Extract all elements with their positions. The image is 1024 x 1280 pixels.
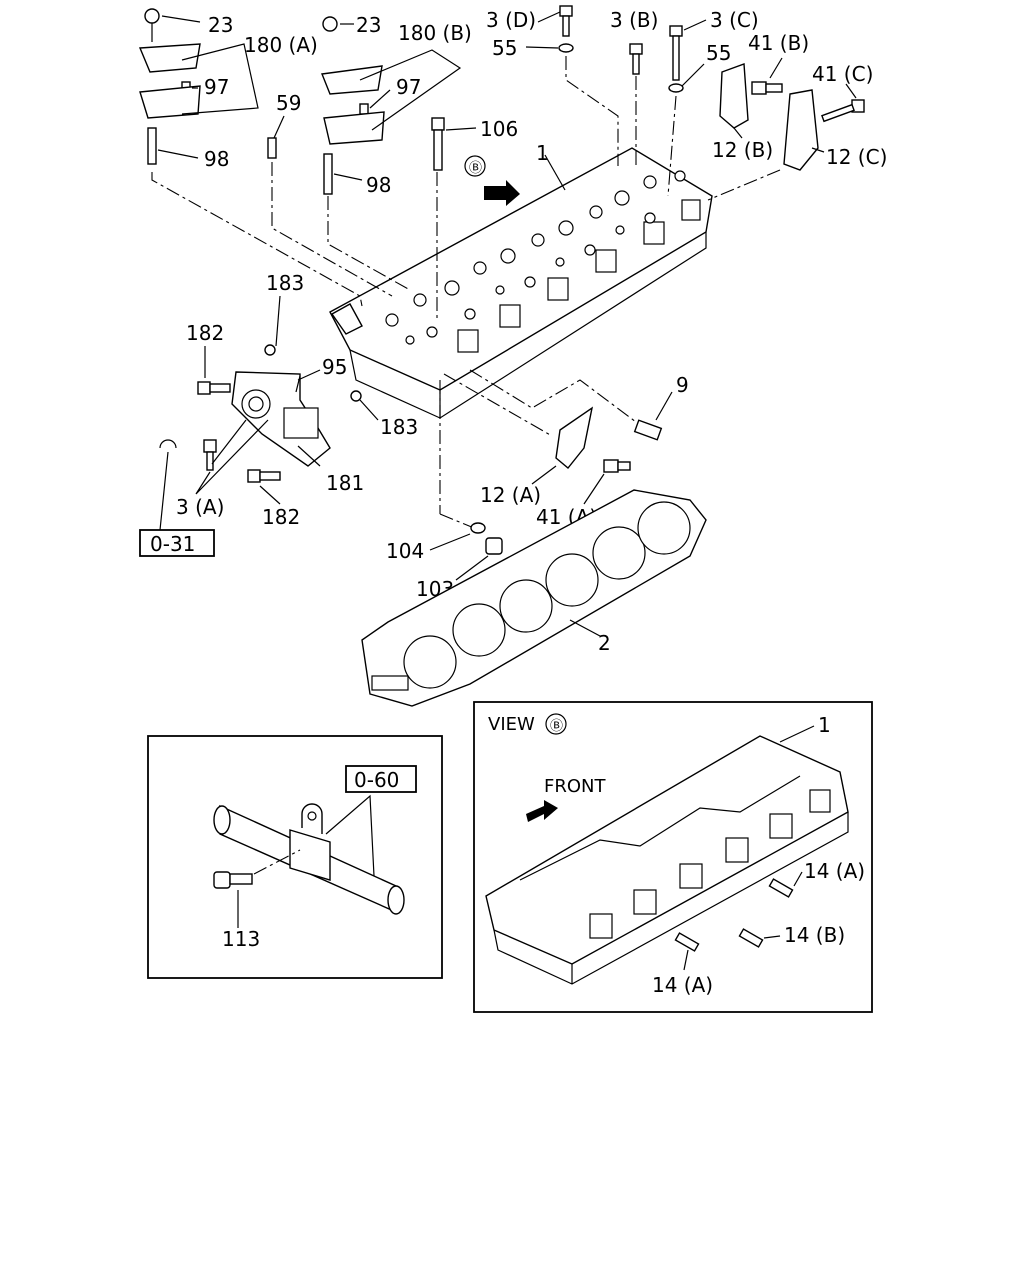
label-14a-bottom: 14 (A) <box>652 973 713 997</box>
label-106: 106 <box>480 117 518 141</box>
bolt-113 <box>213 871 253 889</box>
bolt-41c <box>821 99 865 123</box>
pipe-clamp-assembly <box>213 803 405 915</box>
ref-0-31: 0-31 <box>150 532 195 556</box>
bolt-3a <box>203 439 217 471</box>
head-gasket <box>361 489 707 707</box>
view-b-title: VIEW <box>488 714 535 735</box>
bolt-182a <box>197 381 231 395</box>
label-23a: 23 <box>208 13 233 37</box>
plug-183b <box>350 390 362 402</box>
label-97a: 97 <box>204 75 229 99</box>
front-label: FRONT <box>544 776 606 797</box>
view-b-title-marker: Ⓑ <box>550 719 563 734</box>
ref-0-60: 0-60 <box>354 768 399 792</box>
front-arrow-icon <box>526 800 558 822</box>
label-3b: 3 (B) <box>610 8 658 32</box>
label-3d: 3 (D) <box>486 8 536 32</box>
label-23b: 23 <box>356 13 381 37</box>
stud-59 <box>267 137 277 159</box>
label-3c: 3 (C) <box>710 8 759 32</box>
washer-55b <box>668 83 684 93</box>
dowel-14a-right <box>768 878 794 898</box>
label-3a: 3 (A) <box>176 495 224 519</box>
label-97b: 97 <box>396 75 421 99</box>
view-b-marker: Ⓑ <box>469 161 482 176</box>
label-1-view: 1 <box>818 713 831 737</box>
front-cover-95 <box>231 371 331 467</box>
ref-box-0-60 <box>345 765 417 793</box>
label-14a-right: 14 (A) <box>804 859 865 883</box>
label-180a: 180 (A) <box>244 33 318 57</box>
cylinder-head <box>329 147 713 419</box>
label-12c: 12 (C) <box>826 145 887 169</box>
label-2: 2 <box>598 631 611 655</box>
label-41c: 41 (C) <box>812 62 873 86</box>
label-183a: 183 <box>266 271 304 295</box>
sensor-9 <box>633 419 663 441</box>
label-41b: 41 (B) <box>748 31 809 55</box>
bracket-12b <box>719 63 749 129</box>
label-9: 9 <box>676 373 689 397</box>
plug-183a <box>264 344 276 356</box>
label-95: 95 <box>322 355 347 379</box>
label-104: 104 <box>386 539 424 563</box>
bolt-182b <box>247 469 281 483</box>
bolt-41b <box>751 81 783 95</box>
bearing-cap-180a <box>138 8 201 165</box>
bolt-41a <box>603 459 631 473</box>
view-b-marker-circle <box>464 155 486 177</box>
label-14b: 14 (B) <box>784 923 845 947</box>
label-55b: 55 <box>706 41 731 65</box>
detail-box-fuel-pipe <box>147 735 443 979</box>
arrow-icon <box>484 180 520 206</box>
washer-55a <box>558 43 574 53</box>
view-b-box <box>473 701 873 1013</box>
bearing-cap-180b <box>321 16 385 195</box>
top-surface-holes <box>385 170 686 345</box>
label-98b: 98 <box>366 173 391 197</box>
label-181: 181 <box>326 471 364 495</box>
bolt-3d <box>559 5 573 37</box>
label-59: 59 <box>276 91 301 115</box>
bolt-3c <box>669 25 683 81</box>
label-12b: 12 (B) <box>712 138 773 162</box>
port-openings <box>457 199 701 353</box>
label-113: 113 <box>222 927 260 951</box>
ref-box-0-31 <box>139 529 215 557</box>
bracket-12a <box>555 406 594 469</box>
label-1: 1 <box>536 141 549 165</box>
injector-sleeve-106 <box>431 117 445 171</box>
label-98a: 98 <box>204 147 229 171</box>
bolt-3b <box>629 43 643 75</box>
dowel-14a-bottom <box>674 932 700 952</box>
leader-1 <box>544 154 566 191</box>
washer-104 <box>470 522 486 534</box>
label-12a: 12 (A) <box>480 483 541 507</box>
label-180b: 180 (B) <box>398 21 472 45</box>
bracket-12c <box>783 89 819 171</box>
label-183b: 183 <box>380 415 418 439</box>
cylinder-head-bottom-view <box>485 735 849 985</box>
label-55a: 55 <box>492 36 517 60</box>
plug-103 <box>485 537 503 555</box>
dowel-14b <box>738 928 764 948</box>
label-182a: 182 <box>186 321 224 345</box>
label-182b: 182 <box>262 505 300 529</box>
